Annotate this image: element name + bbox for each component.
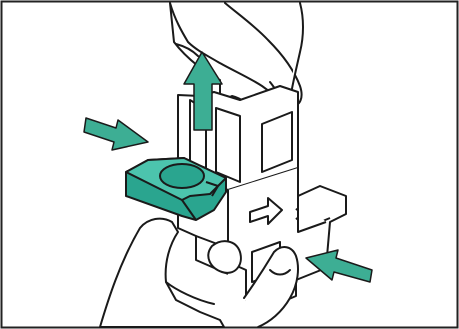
arrow-right-icon [84, 118, 148, 150]
arrow-left-icon [306, 250, 372, 282]
